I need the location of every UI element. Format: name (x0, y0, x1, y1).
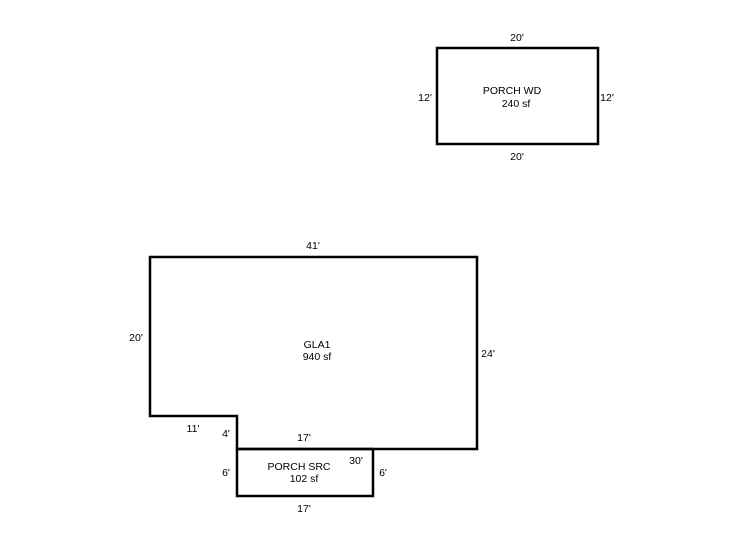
porch-src-area: 30' 6' 6' 17' PORCH SRC 102 sf (222, 447, 387, 515)
porch-wd-right-dim: 12' (600, 92, 614, 104)
gla1-step-vertical-dim: 4' (222, 428, 230, 440)
porch-src-bottom-dim: 17' (297, 503, 311, 515)
gla1-left-dim: 20' (129, 332, 143, 344)
porch-src-left-dim: 6' (222, 467, 230, 479)
gla1-right-dim: 24' (481, 348, 495, 360)
porch-wd-name: PORCH WD (483, 85, 542, 97)
gla1-step-horizontal-dim: 11' (187, 423, 200, 435)
porch-wd-bottom-dim: 20' (510, 151, 524, 163)
porch-src-right-dim: 6' (379, 467, 387, 479)
gla1-area-value: 940 sf (303, 351, 332, 363)
porch-wd-outline (435, 46, 600, 146)
porch-wd-area-value: 240 sf (502, 98, 531, 110)
porch-wd-area: 20' 20' 12' 12' PORCH WD 240 sf (418, 32, 614, 163)
porch-src-area-value: 102 sf (290, 473, 319, 485)
porch-src-extra-dim: 30' (349, 455, 363, 467)
porch-wd-top-dim: 20' (510, 32, 524, 44)
porch-src-outline (235, 447, 375, 498)
gla1-top-dim: 41' (306, 240, 320, 252)
gla1-bottom-dim: 17' (297, 432, 311, 444)
porch-wd-left-dim: 12' (418, 92, 432, 104)
gla1-name: GLA1 (304, 339, 331, 351)
gla1-area: 41' 20' 24' 11' 4' 17' GLA1 940 sf (129, 240, 495, 451)
porch-src-name: PORCH SRC (267, 461, 330, 473)
